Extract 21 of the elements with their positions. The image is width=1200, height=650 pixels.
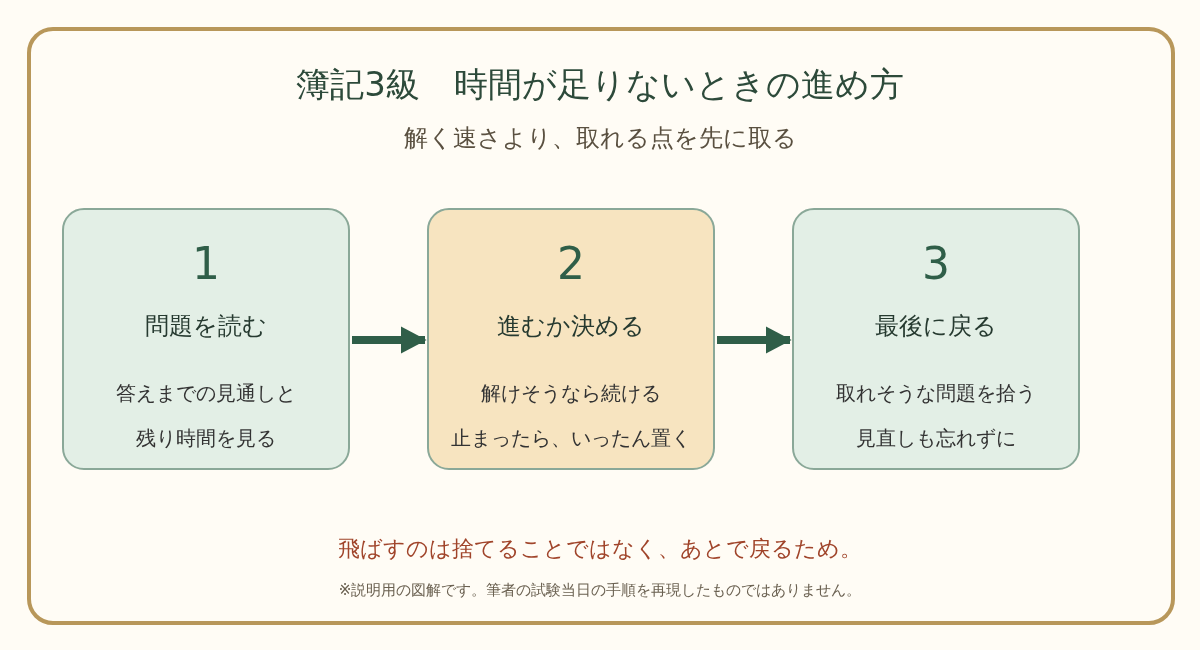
subtitle: 解く速さより、取れる点を先に取る	[402, 123, 798, 154]
step-box	[62, 208, 350, 470]
step-text: 止まったら、いったん置く	[450, 425, 692, 452]
step-heading: 進むか決める	[496, 311, 646, 342]
arrow	[352, 326, 427, 354]
step-text: 答えまでの見通しと	[115, 380, 297, 407]
step-heading: 最後に戻る	[874, 311, 998, 342]
step-box	[427, 208, 715, 470]
step-text: 残り時間を見る	[135, 425, 277, 452]
step-number: 3	[921, 238, 951, 289]
step-number: 2	[556, 238, 586, 289]
footnote: ※説明用の図解です。筆者の試験当日の手順を再現したものではありません。	[337, 581, 863, 600]
arrow	[717, 326, 792, 354]
note-text: 飛ばすのは捨てることではなく、あとで戻るため。	[337, 535, 863, 563]
step-number: 1	[191, 238, 221, 289]
step-box	[792, 208, 1080, 470]
title: 簿記3級 時間が足りないときの進め方	[295, 63, 905, 106]
step-text: 解けそうなら続ける	[480, 380, 662, 407]
step-heading: 問題を読む	[144, 311, 268, 342]
step-text: 取れそうな問題を拾う	[835, 380, 1037, 407]
step-text: 見直しも忘れずに	[855, 425, 1017, 452]
